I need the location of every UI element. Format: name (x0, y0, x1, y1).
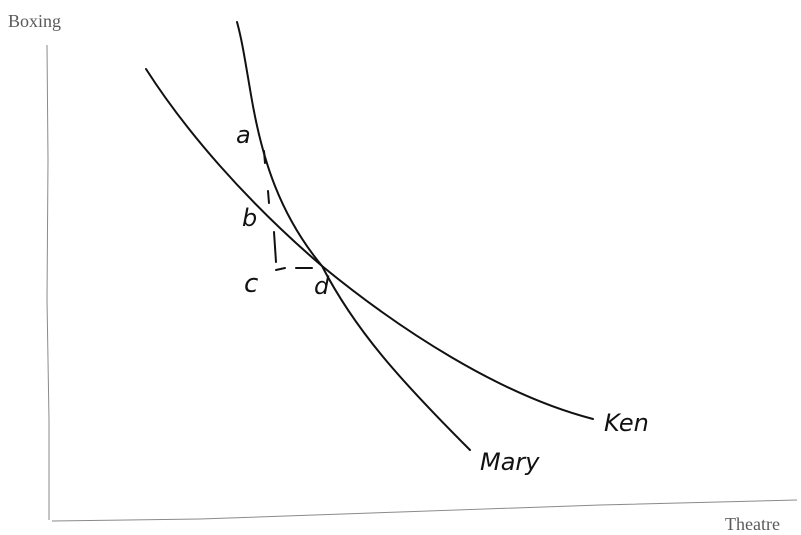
x-axis (51, 499, 798, 522)
x-axis-label: Theatre (725, 514, 780, 534)
ken-curve (145, 68, 594, 420)
vertical-dash-3 (273, 231, 277, 263)
horizontal-dash-1 (275, 267, 286, 271)
y-axis-label: Boxing (8, 11, 61, 31)
vertical-dash-2 (267, 190, 270, 204)
point-d-label: d (314, 272, 330, 300)
point-b-label: b (242, 204, 257, 232)
y-axis (46, 44, 50, 520)
mary-label: Mary (480, 448, 540, 476)
mary-curve (236, 21, 471, 451)
point-a-label: a (236, 121, 251, 149)
ken-label: Ken (604, 409, 649, 437)
point-c-label: c (244, 269, 258, 299)
vertical-dash-1 (263, 150, 266, 164)
